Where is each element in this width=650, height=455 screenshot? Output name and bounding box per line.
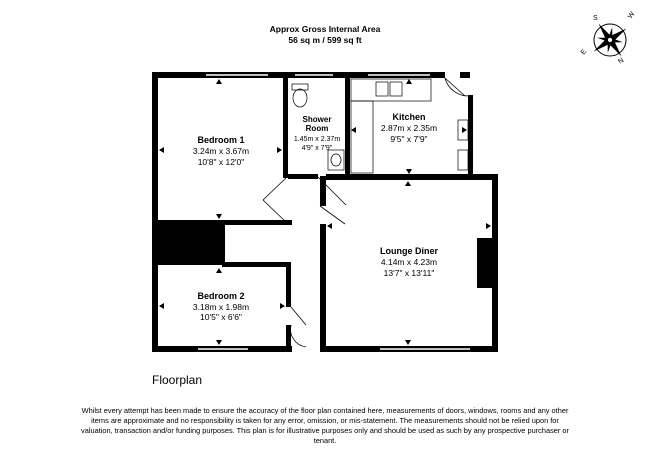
room-name-2: Room (306, 124, 329, 133)
room-shower: Shower Room 1.45m x 2.37m 4'9" x 7'9" (294, 115, 340, 152)
room-imperial: 4'9" x 7'9" (302, 145, 333, 152)
room-metric: 3.24m x 3.67m (193, 146, 249, 156)
bathroom-fixtures (291, 83, 345, 171)
room-imperial: 10'5" x 6'6" (200, 312, 242, 322)
room-metric: 2.87m x 2.35m (381, 123, 437, 133)
room-imperial: 9'5" x 7'9" (390, 134, 427, 144)
room-name: Bedroom 1 (197, 135, 244, 145)
room-bedroom1: Bedroom 1 3.24m x 3.67m 10'8" x 12'0" (193, 135, 249, 167)
room-name: Lounge Diner (380, 246, 438, 256)
doors (262, 77, 470, 348)
room-bedroom2: Bedroom 2 3.18m x 1.98m 10'5" x 6'6" (193, 291, 249, 322)
floorplan-label: Floorplan (152, 373, 203, 387)
room-lounge: Lounge Diner 4.14m x 4.23m 13'7" x 13'11… (380, 246, 438, 278)
compass-w: W (627, 10, 637, 20)
room-name-1: Shower (303, 115, 332, 124)
room-imperial: 13'7" x 13'11" (384, 268, 435, 278)
windows (198, 74, 470, 350)
dimension-arrows (159, 79, 491, 345)
room-name: Bedroom 2 (197, 291, 244, 301)
area-value: 56 sq m / 599 sq ft (288, 35, 362, 45)
room-metric: 1.45m x 2.37m (294, 136, 340, 143)
area-title: Approx Gross Internal Area (269, 24, 381, 34)
room-metric: 3.18m x 1.98m (193, 302, 249, 312)
disclaimer-text: Whilst every attempt has been made to en… (81, 406, 569, 445)
compass-s: S (593, 15, 598, 22)
compass-icon (593, 23, 627, 57)
room-metric: 4.14m x 4.23m (381, 257, 437, 267)
room-name: Kitchen (392, 112, 425, 122)
compass-e: E (580, 48, 589, 56)
room-kitchen: Kitchen 2.87m x 2.35m 9'5" x 7'9" (381, 112, 437, 144)
kitchen-units (350, 78, 469, 174)
room-imperial: 10'8" x 12'0" (198, 157, 245, 167)
compass-n: N (617, 57, 625, 66)
